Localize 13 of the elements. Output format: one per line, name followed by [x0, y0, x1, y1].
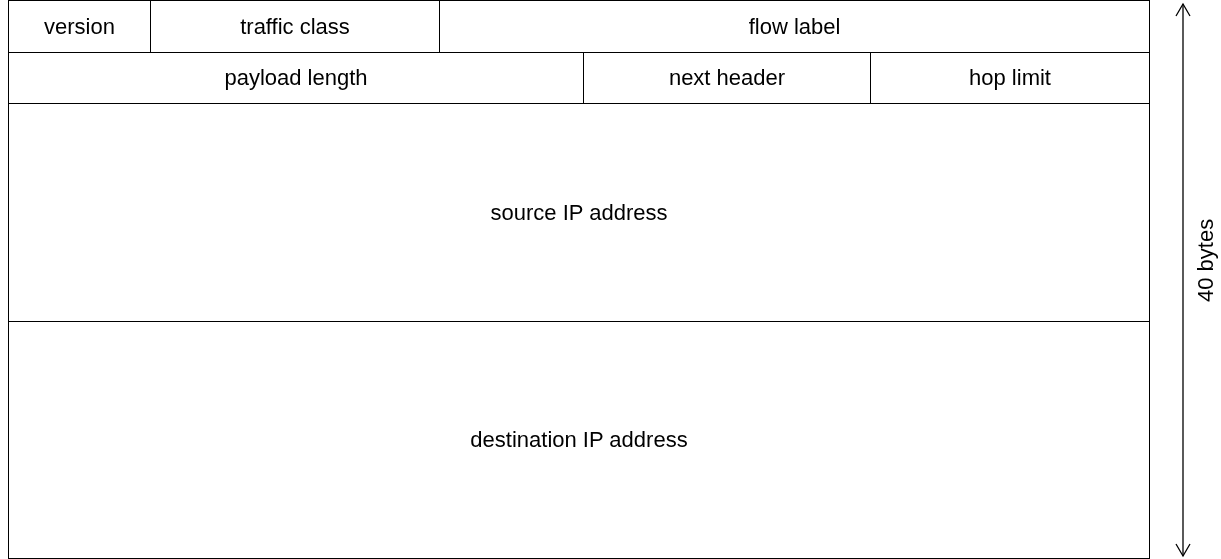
header-field-cell [8, 0, 151, 53]
field-name: traffic class [240, 13, 350, 40]
header-field-cell [8, 321, 1150, 559]
header-field-cell [439, 0, 1150, 53]
field-name: hop limit [969, 65, 1051, 91]
field-name: flow label [748, 13, 841, 40]
field-name: payload length [224, 65, 368, 91]
field-name: source IP address [490, 199, 668, 226]
field-name: destination IP address [470, 427, 688, 453]
dimension-label: 40 bytes [1193, 217, 1219, 304]
field-name: version [44, 13, 115, 40]
field-name: next header [668, 65, 786, 91]
header-field-cell [8, 103, 1150, 322]
